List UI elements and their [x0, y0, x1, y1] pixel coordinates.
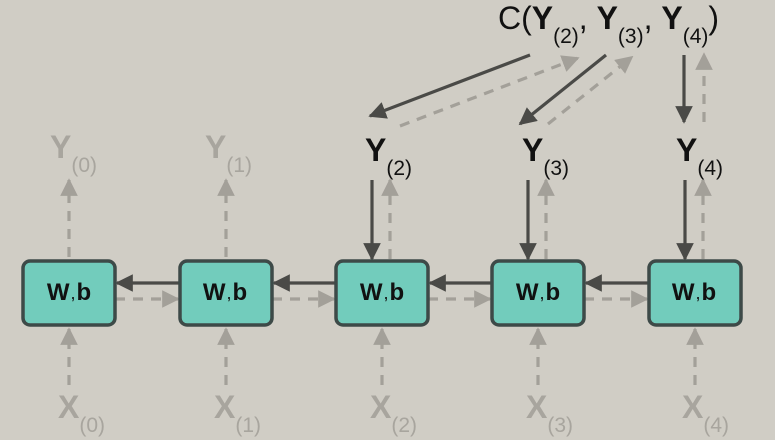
cost-term-main: Y [661, 0, 683, 36]
output-label-y3: Y(3) [522, 132, 570, 180]
output-label-y0: Y(0) [50, 129, 98, 177]
cost-to-y3-arrow [518, 53, 608, 126]
cell-label-1: W,b [202, 279, 248, 306]
output-label-y2: Y(2) [365, 132, 413, 180]
cost-term-sep: ) [708, 0, 720, 36]
rnn-cell-4 [647, 259, 743, 327]
rnn-cell-2 [334, 259, 430, 327]
input-label-x0: X(0) [58, 389, 106, 437]
input-label-x4: X(4) [682, 389, 730, 437]
cost-prefix: C( [498, 0, 532, 36]
y2-to-cost-arrow [399, 55, 580, 128]
cost-term-sub: (4) [682, 25, 709, 48]
edges-layer [60, 52, 713, 385]
cell-label-2: W,b [359, 279, 405, 306]
cost-term-main: Y [596, 0, 618, 36]
input-label-x2: X(2) [370, 389, 418, 437]
rnn-cell-3 [490, 259, 586, 327]
rnn-cell-1 [178, 259, 274, 327]
cost-function-label: C(Y(2), Y(3), Y(4)) [498, 0, 720, 47]
cost-term-sep: , [578, 0, 597, 36]
cell-label-0: W,b [46, 279, 92, 306]
cell-label-3: W,b [515, 279, 561, 306]
input-label-x3: X(3) [526, 389, 574, 437]
cost-term-sub: (3) [617, 25, 644, 48]
output-label-y1: Y(1) [205, 129, 253, 177]
cell-label-4: W,b [671, 279, 717, 306]
rnn-cell-0 [21, 259, 117, 327]
cost-to-y2-arrow [368, 53, 531, 119]
input-label-x1: X(1) [214, 389, 262, 437]
cost-term-sub: (2) [553, 25, 579, 48]
cost-term-main: Y [531, 0, 554, 36]
cells-layer [21, 259, 743, 327]
cost-term-sep: , [643, 0, 662, 36]
output-label-y4: Y(4) [676, 132, 724, 180]
